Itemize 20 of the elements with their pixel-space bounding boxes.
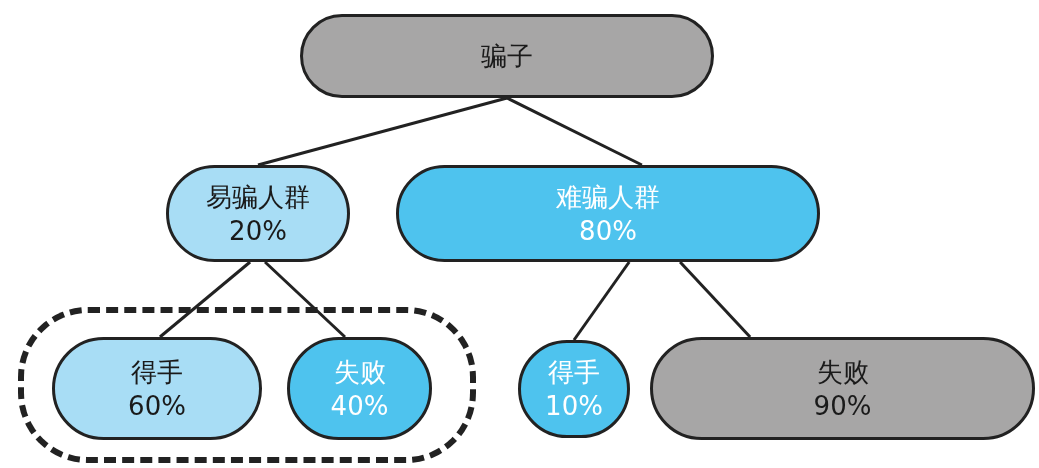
dashed-group-outline — [18, 307, 476, 463]
node-text: 80% — [579, 214, 637, 248]
connector-line — [679, 260, 752, 339]
node-text: 得手 — [131, 355, 183, 389]
node-text: 骗子 — [481, 40, 533, 73]
node-text: 20% — [229, 214, 287, 248]
node-text: 易骗人群 — [206, 180, 310, 214]
node-text: 失败 — [333, 355, 386, 389]
node-text: 90% — [813, 389, 872, 423]
node-text: 得手 — [548, 356, 600, 389]
node-text: 失败 — [816, 355, 869, 389]
connector-line — [159, 260, 252, 339]
connector-line — [257, 96, 508, 167]
connector-line — [572, 261, 631, 341]
node-text: 60% — [128, 389, 186, 423]
node-text: 10% — [545, 390, 603, 423]
node-text: 40% — [330, 389, 389, 423]
connector-line — [263, 260, 347, 339]
connector-line — [506, 96, 643, 167]
node-text: 难骗人群 — [556, 180, 660, 214]
